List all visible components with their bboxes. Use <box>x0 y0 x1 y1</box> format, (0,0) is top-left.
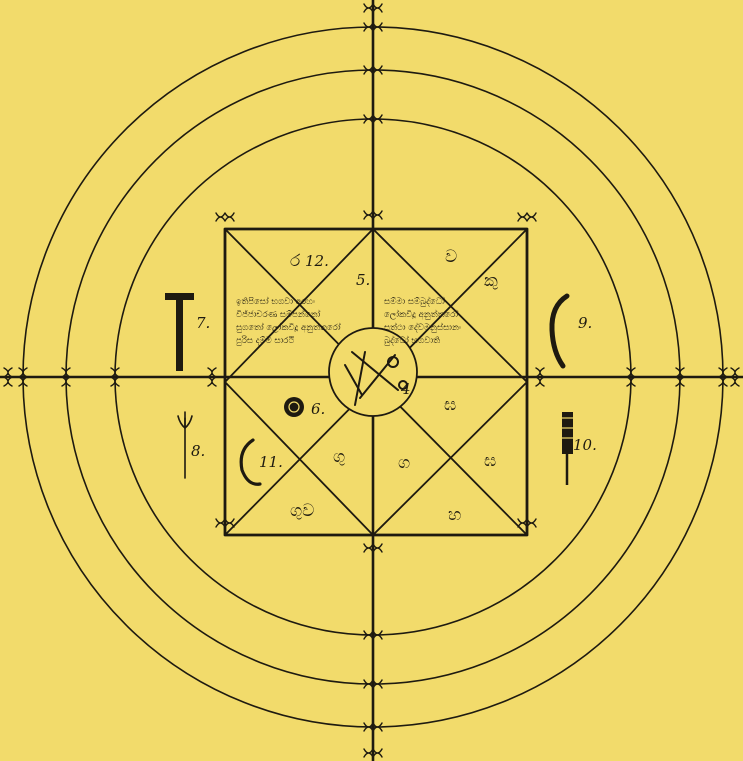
inscription-right-line-4: බුද්ධෝ භගවාති <box>383 335 441 346</box>
label-9: 9. <box>578 314 592 332</box>
cell-bottom-right-letter: හ <box>448 505 461 525</box>
cell-right-lower-letter: ඝ <box>484 451 496 471</box>
inscription-left-line-3: සුගතෝ ලෝකවිදූ අනුත්තරෝ <box>236 322 341 333</box>
mace-icon <box>560 412 575 485</box>
cell-top-left-letter: ර <box>290 251 301 271</box>
trident-icon <box>178 412 192 478</box>
ornament-corner-1 <box>518 213 536 221</box>
label-11: 11. <box>259 453 283 471</box>
cell-top-right-outer-letter: කු <box>484 271 498 291</box>
inscription-left: ඉතිපිසෝ භගවා අරහං විජ්ජාචරණ සම්පන්නෝ සුග… <box>236 296 341 346</box>
cell-bottom-center-letter: ග <box>398 453 410 473</box>
label-10: 10. <box>573 436 597 454</box>
inscription-left-line-4: පුරිස දම්ම සාරථි <box>236 335 295 346</box>
inscription-right-line-1: සම්මා සම්බුද්ධෝ <box>384 296 445 307</box>
ornament-corner-0 <box>216 213 234 221</box>
cell-bottom-left-outer-letter: ගුව <box>290 501 314 521</box>
inscription-right-line-2: ලෝකවිදූ අනුත්තරෝ <box>384 309 458 320</box>
inscription-right: සම්මා සම්බුද්ධෝ ලෝකවිදූ අනුත්තරෝ සත්ථා ද… <box>383 296 461 346</box>
hook-icon <box>241 440 260 484</box>
cell-right-upper-letter: ඝ <box>444 395 456 415</box>
label-7: 7. <box>196 314 210 332</box>
label-8: 8. <box>191 442 205 460</box>
curved-blade-icon <box>552 296 567 366</box>
cell-top-right-letter: ව <box>445 247 457 267</box>
label-5: 5. <box>356 271 370 289</box>
hammer-icon <box>165 293 194 371</box>
inscription-right-line-3: සත්ථා දේවමනුස්සානං <box>384 322 461 333</box>
inscription-left-line-2: විජ්ජාචරණ සම්පන්නෝ <box>236 309 320 320</box>
inscription-left-line-1: ඉතිපිසෝ භගවා අරහං <box>236 296 315 307</box>
label-12: 12. <box>305 252 329 270</box>
cell-bottom-left-inner-letter: ගු <box>333 447 345 467</box>
label-6: 6. <box>311 400 325 418</box>
wheel-icon <box>284 397 304 417</box>
